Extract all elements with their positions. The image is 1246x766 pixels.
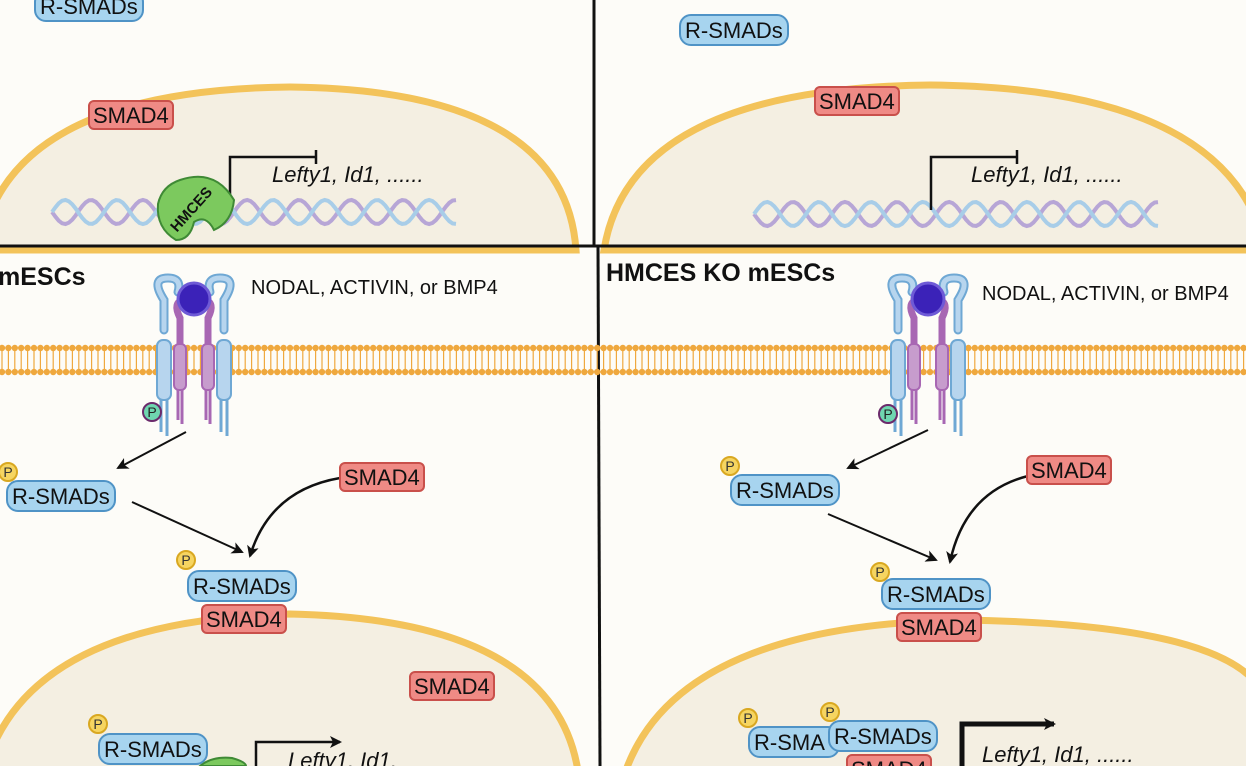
phosphate-group: P bbox=[176, 550, 196, 570]
phosphate-group: P bbox=[88, 714, 108, 734]
promoter-arrow-icon bbox=[929, 150, 1019, 210]
hmces-protein-icon bbox=[198, 756, 248, 766]
phosphate-group: P bbox=[738, 708, 758, 728]
panel-title-hmces-ko: HMCES KO mESCs bbox=[606, 259, 836, 287]
phosphate-receptor: P bbox=[878, 404, 898, 424]
phosphate-receptor: P bbox=[142, 402, 162, 422]
receptor-complex-left bbox=[153, 273, 235, 436]
nucleus-bottom-left bbox=[0, 610, 581, 766]
phosphate-group: P bbox=[820, 702, 840, 722]
promoter-arrow-icon bbox=[228, 150, 318, 210]
r-smads-protein: R-SMADs bbox=[6, 480, 116, 512]
smad4-protein: SMAD4 bbox=[201, 604, 287, 634]
smad4-protein: SMAD4 bbox=[896, 612, 982, 642]
ligand-label: NODAL, ACTIVIN, or BMP4 bbox=[251, 277, 498, 299]
smad4-protein: SMAD4 bbox=[88, 100, 174, 130]
r-smads-protein: R-SMADs bbox=[187, 570, 297, 602]
activated-promoter-arrow-icon bbox=[959, 718, 1056, 766]
smad4-protein: SMAD4 bbox=[339, 462, 425, 492]
phosphate-group: P bbox=[870, 562, 890, 582]
complex-formation-arrow bbox=[827, 513, 938, 562]
r-smads-protein: R-SMADs bbox=[679, 14, 789, 46]
phosphorylation-arrow bbox=[846, 429, 929, 470]
promoter-arrow-icon bbox=[254, 736, 342, 766]
r-smads-protein: R-SMADs bbox=[730, 474, 840, 506]
r-smads-protein-partial: R-SMA bbox=[748, 726, 840, 758]
ligand-label: NODAL, ACTIVIN, or BMP4 bbox=[982, 283, 1229, 305]
target-genes-label: Lefty1, Id1, ...... bbox=[982, 742, 1134, 766]
receptor-complex-right bbox=[887, 273, 969, 436]
panel-divider-vertical bbox=[596, 245, 602, 766]
target-genes-label: Lefty1, Id1, ...... bbox=[971, 162, 1123, 187]
r-smads-protein: R-SMADs bbox=[881, 578, 991, 610]
smad4-protein: SMAD4 bbox=[846, 754, 932, 766]
panel-title-wild-type: mESCs bbox=[0, 263, 86, 291]
smad4-binding-arrow bbox=[946, 474, 1029, 564]
phosphate-group: P bbox=[0, 462, 18, 482]
phosphorylation-arrow bbox=[116, 431, 187, 469]
complex-formation-arrow bbox=[131, 501, 244, 554]
smad4-binding-arrow bbox=[247, 476, 341, 558]
smad4-protein: SMAD4 bbox=[814, 86, 900, 116]
target-genes-label: Lefty1, Id1, ...... bbox=[272, 162, 424, 187]
phosphate-group: P bbox=[720, 456, 740, 476]
smad4-protein: SMAD4 bbox=[1026, 455, 1112, 485]
dna-strand-top-left bbox=[50, 197, 457, 227]
target-genes-label: Lefty1, Id1, bbox=[288, 748, 397, 766]
r-smads-protein: R-SMADs bbox=[98, 733, 208, 765]
r-smads-protein: R-SMADs bbox=[34, 0, 144, 22]
r-smads-protein: R-SMADs bbox=[828, 720, 938, 752]
smad4-protein: SMAD4 bbox=[409, 671, 495, 701]
nucleus-top-right bbox=[599, 81, 1246, 254]
dna-strand-top-right bbox=[752, 199, 1159, 229]
